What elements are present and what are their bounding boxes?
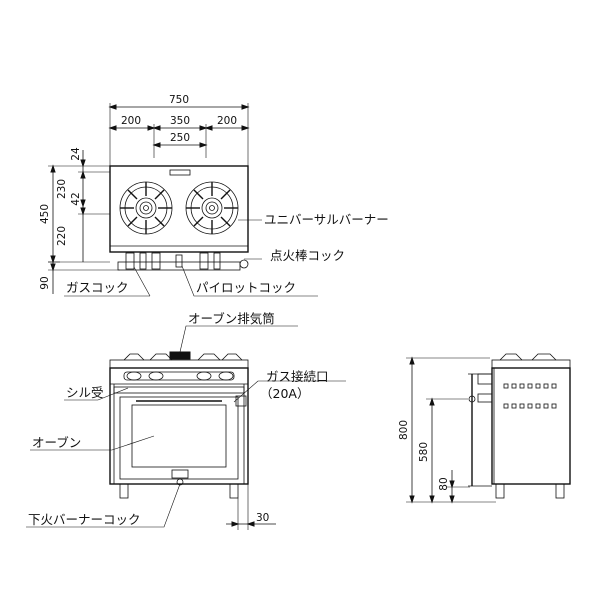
dim-30: 30	[256, 512, 269, 524]
left-burner	[119, 181, 173, 235]
dim-80: 80	[438, 477, 450, 490]
dim-200-right: 200	[217, 115, 237, 127]
label-universal-burner: ユニバーサルバーナー	[264, 212, 389, 227]
dim-450: 450	[39, 204, 51, 224]
label-oven-exhaust: オーブン排気筒	[188, 311, 275, 326]
dim-800: 800	[398, 420, 410, 440]
label-gas-connection: ガス接続口	[266, 369, 329, 384]
dim-220: 220	[56, 226, 68, 246]
dim-350: 350	[170, 115, 190, 127]
dim-750: 750	[169, 94, 189, 106]
dim-580: 580	[418, 442, 430, 462]
dim-42: 42	[70, 192, 82, 205]
side-view: 800 580 80	[398, 353, 571, 504]
side-vents	[503, 383, 557, 409]
dim-250: 250	[170, 132, 190, 144]
label-oven: オーブン	[32, 435, 81, 450]
dim-90: 90	[39, 276, 51, 289]
label-gas-connection-size: （20A）	[260, 386, 309, 401]
right-burner	[185, 181, 239, 235]
dim-230: 230	[56, 179, 68, 199]
label-lower-burner-cock: 下火バーナーコック	[28, 512, 141, 527]
dim-24: 24	[70, 147, 82, 161]
label-ignition-cock: 点火棒コック	[270, 248, 345, 263]
dim-200-left: 200	[121, 115, 141, 127]
label-gas-cock: ガスコック	[66, 280, 129, 295]
label-spill-tray: シル受	[66, 385, 104, 400]
top-view: 750 200 350 200 250 450 24 230 42 2	[39, 94, 389, 297]
label-pilot-cock: パイロットコック	[196, 280, 296, 295]
front-view: オーブン排気筒 ガス接続口 （20A） シ	[26, 311, 346, 530]
